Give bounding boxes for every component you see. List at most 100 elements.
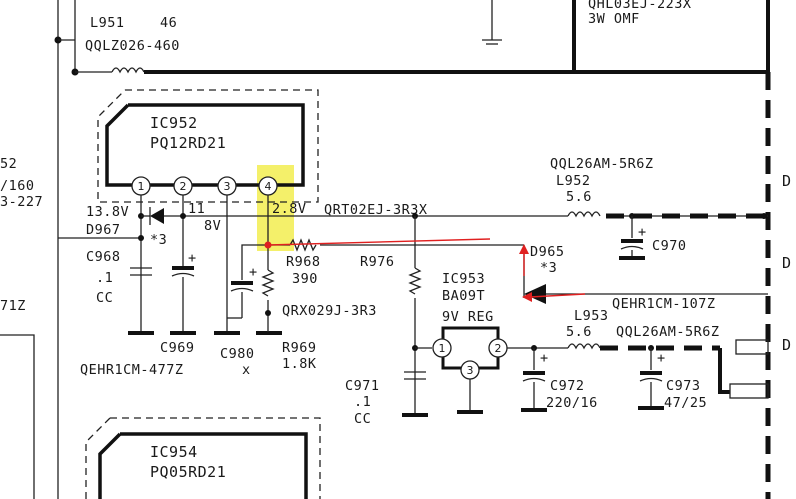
plus-label: + (188, 250, 197, 266)
c973-value: 47/25 (664, 395, 707, 411)
pin-label: 1 (138, 180, 145, 193)
l951-inductor (111, 67, 145, 74)
l952-value: 5.6 (566, 189, 592, 205)
pin-label: 1 (439, 342, 446, 355)
d965-diode (524, 284, 546, 304)
qehr477-label: QEHR1CM-477Z (80, 362, 184, 378)
junction-dot (761, 213, 767, 219)
c973-capacitor (639, 377, 663, 382)
plus-label: + (540, 350, 549, 366)
plus-label: + (638, 224, 647, 240)
c970-capacitor (620, 245, 644, 250)
c971-type: CC (354, 411, 371, 427)
ic952-part: PQ12RD21 (150, 134, 226, 152)
junction-dot (180, 213, 186, 219)
d967-diode (150, 208, 164, 224)
bus-wire (718, 348, 730, 394)
ic952-body (105, 103, 305, 187)
l951-ref-label: L951 (90, 15, 125, 31)
voltage-label: 2.8V (272, 201, 307, 217)
edge-label: 71Z (0, 298, 26, 314)
l953-label: L953 (574, 308, 609, 324)
annotation-arrowhead (522, 292, 532, 302)
ic952-shield-outline (97, 89, 319, 203)
pin-label: 3 (224, 180, 231, 193)
ic954-body (120, 432, 308, 499)
r976-label: R976 (360, 254, 395, 270)
edge-label: 52 (0, 156, 17, 172)
c969-capacitor (171, 272, 195, 277)
ic954-part: PQ05RD21 (150, 463, 226, 481)
pin-label: 3 (467, 364, 474, 377)
l953-inductor (567, 343, 601, 350)
c973-label: C973 (666, 378, 701, 394)
r968-resistor (289, 238, 317, 252)
ic953-pin1 (432, 338, 452, 358)
c970-label: C970 (652, 238, 687, 254)
c980-note: x (242, 362, 251, 378)
qehr107-label: QEHR1CM-107Z (612, 296, 716, 312)
inductor-gap (568, 208, 606, 220)
c969-label: C969 (160, 340, 195, 356)
edge-label-d: D (782, 254, 792, 272)
l952-label: L952 (556, 173, 591, 189)
plus-label: + (249, 264, 258, 280)
annotation-line (267, 238, 491, 246)
edge-label-d: D (782, 336, 792, 354)
c971-label: C971 (345, 378, 380, 394)
voltage-label: 13.8V (86, 204, 129, 220)
c971-value: .1 (354, 394, 371, 410)
edge-label: /160 (0, 178, 35, 194)
c972-label: C972 (550, 378, 585, 394)
c968-type: CC (96, 290, 113, 306)
annotation-arrowhead (519, 244, 529, 254)
l952-part-label: QQL26AM-5R6Z (550, 156, 654, 172)
pin-label: 2 (495, 342, 502, 355)
c972-capacitor (522, 377, 546, 382)
pin-label: 4 (265, 180, 272, 193)
ic954-shield-outline (110, 417, 321, 499)
edge-label-d: D (782, 172, 792, 190)
r968-label: R968 (286, 254, 321, 270)
ic953-function: 9V REG (442, 309, 494, 325)
ic954-shield-outline (85, 417, 111, 499)
c980-label: C980 (220, 346, 255, 362)
ic954-name: IC954 (150, 443, 198, 461)
qrx-part-label: QRX029J-3R3 (282, 303, 377, 319)
note-label: *3 (540, 260, 557, 276)
wire (241, 244, 268, 280)
d965-label: D965 (530, 244, 565, 260)
r969-label: R969 (282, 340, 317, 356)
wire (0, 334, 35, 499)
c968-value: .1 (96, 270, 113, 286)
pin-label: 2 (180, 180, 187, 193)
l953-part-label: QQL26AM-5R6Z (616, 324, 720, 340)
r976-resistor (408, 267, 422, 295)
l951-value-label: 46 (160, 15, 177, 31)
top-right-spec-label: 3W OMF (588, 11, 640, 27)
voltage-label: 11 (188, 201, 205, 217)
annotation-arrow (529, 293, 586, 298)
ic954-body (98, 432, 122, 499)
connector-block (729, 383, 769, 399)
edge-label: 3-227 (0, 194, 43, 210)
ic953-name: IC953 (442, 271, 485, 287)
r968-value: 390 (292, 271, 318, 287)
r969-value: 1.8K (282, 356, 317, 372)
junction-dot (265, 310, 271, 316)
voltage-label: 8V (204, 218, 221, 234)
connector-block (735, 339, 769, 355)
note-label: *3 (150, 232, 167, 248)
top-right-part-label: QHL03EJ-223X (588, 0, 692, 12)
c972-value: 220/16 (546, 395, 598, 411)
r969-resistor (261, 269, 275, 297)
qrt-part-label: QRT02EJ-3R3X (324, 202, 428, 218)
l953-value: 5.6 (566, 324, 592, 340)
junction-dot (138, 235, 144, 241)
d967-label: D967 (86, 222, 121, 238)
l952-inductor (567, 211, 601, 218)
ic953-part: BA09T (442, 288, 485, 304)
c980-capacitor (230, 287, 254, 292)
c968-label: C968 (86, 249, 121, 265)
